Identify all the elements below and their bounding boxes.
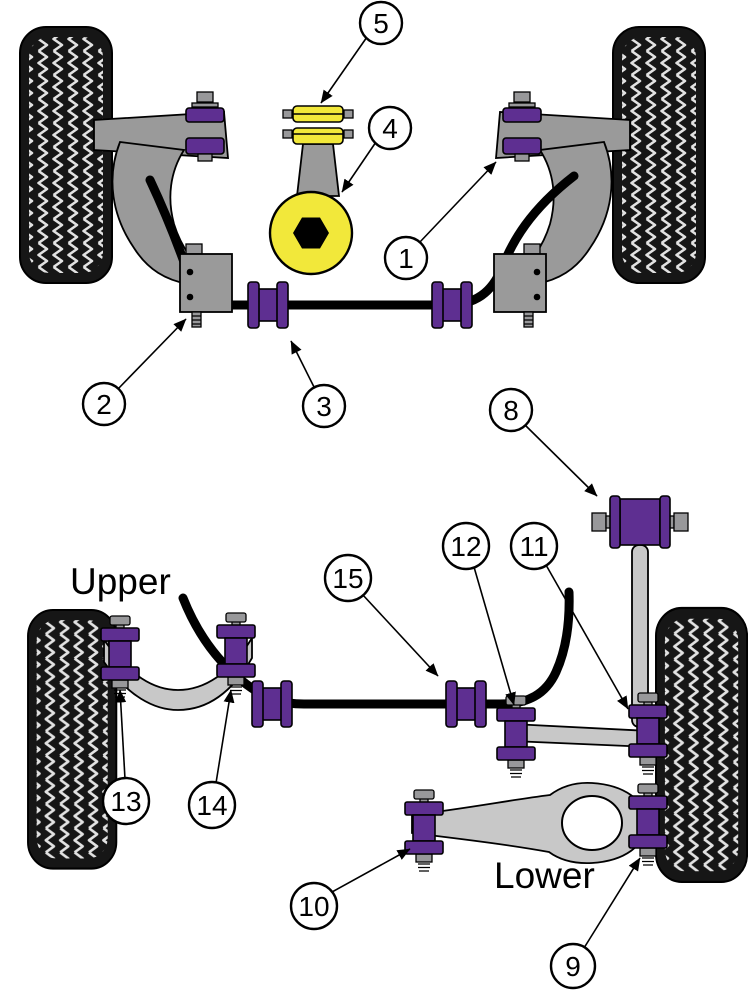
callout-circle bbox=[509, 521, 559, 571]
callout-9: 9 bbox=[549, 942, 597, 990]
arrow-to-part-5 bbox=[320, 36, 368, 104]
callout-number: 15 bbox=[332, 563, 363, 594]
mount-bolt-nut bbox=[343, 109, 354, 119]
front-bar-bush-right bbox=[431, 281, 473, 329]
callout-number: 3 bbox=[316, 391, 332, 422]
lower-arm-hole bbox=[561, 795, 623, 851]
rear-upper-arm bbox=[103, 634, 253, 711]
rear-right-tire bbox=[654, 606, 748, 883]
arrow-to-part-13 bbox=[115, 689, 127, 780]
rear-bar-bush-left bbox=[251, 680, 293, 728]
mount-bolt-head bbox=[282, 109, 293, 119]
arrow-to-part-10 bbox=[331, 848, 411, 893]
callout-number: 14 bbox=[196, 790, 227, 821]
callout-number: 1 bbox=[398, 243, 414, 274]
arrow-to-part-15 bbox=[361, 593, 439, 677]
callout-circle bbox=[81, 381, 127, 427]
callout-number: 5 bbox=[373, 8, 389, 39]
arrow-to-part-4 bbox=[341, 141, 377, 193]
rear-bar-bush-right bbox=[445, 680, 487, 728]
callout-10: 10 bbox=[289, 881, 339, 931]
arrow-to-part-14 bbox=[215, 689, 235, 784]
callout-circle bbox=[289, 881, 339, 931]
mount-bolt-head bbox=[282, 129, 293, 139]
dogbone-link bbox=[295, 143, 341, 197]
callout-circle bbox=[323, 553, 373, 603]
front-left-bar-bracket bbox=[179, 243, 233, 328]
front-left-tire bbox=[19, 26, 113, 284]
callout-5: 5 bbox=[358, 0, 404, 46]
lower-arm-label: Lower bbox=[494, 855, 595, 896]
callout-circle bbox=[488, 387, 534, 433]
rear-suspension-group: Upper Lower bbox=[26, 495, 748, 896]
callout-4: 4 bbox=[367, 105, 413, 151]
callout-3: 3 bbox=[301, 383, 347, 429]
front-suspension-group bbox=[19, 26, 706, 329]
callout-number: 12 bbox=[450, 531, 481, 562]
callout-8: 8 bbox=[488, 387, 534, 433]
callout-number: 2 bbox=[96, 389, 112, 420]
callout-2: 2 bbox=[81, 381, 127, 427]
callout-14: 14 bbox=[187, 780, 237, 830]
callout-number: 11 bbox=[519, 531, 548, 562]
callout-11: 11 bbox=[509, 521, 559, 571]
mount-bottom-plate bbox=[292, 127, 344, 145]
callout-number: 8 bbox=[503, 395, 519, 426]
front-right-tire bbox=[612, 26, 706, 284]
callout-circle bbox=[358, 0, 404, 46]
callout-badges: 5 4 1 2 3 8 15 12 11 13 14 10 9 bbox=[81, 0, 597, 990]
callout-circle bbox=[441, 521, 491, 571]
upper-arm-label: Upper bbox=[70, 561, 171, 602]
arrow-to-part-1 bbox=[418, 161, 497, 244]
callout-number: 9 bbox=[565, 951, 581, 982]
arrow-to-part-3 bbox=[290, 340, 316, 390]
callout-1: 1 bbox=[383, 235, 429, 281]
bracket-hole bbox=[186, 268, 194, 276]
bracket-body bbox=[179, 253, 233, 313]
callout-15: 15 bbox=[323, 553, 373, 603]
arrow-to-part-12 bbox=[473, 566, 516, 706]
front-right-bar-bracket bbox=[493, 243, 547, 328]
front-bar-bush-left bbox=[247, 281, 289, 329]
callout-circle bbox=[383, 235, 429, 281]
bolt-thread bbox=[524, 315, 533, 325]
bolt-thread bbox=[192, 315, 201, 325]
arrow-to-part-9 bbox=[583, 857, 641, 949]
engine-mount-assembly bbox=[268, 105, 354, 276]
bracket-top-nut bbox=[185, 243, 203, 255]
bracket-top-nut bbox=[523, 243, 541, 255]
callout-circle bbox=[549, 942, 597, 990]
callout-circle bbox=[301, 383, 347, 429]
callout-12: 12 bbox=[441, 521, 491, 571]
rear-toe-link bbox=[511, 723, 651, 748]
rear-antiroll-bar bbox=[178, 587, 574, 709]
callout-circle bbox=[187, 780, 237, 830]
mount-bolt-nut bbox=[343, 129, 354, 139]
arrow-to-part-8 bbox=[524, 424, 598, 497]
callout-circle bbox=[367, 105, 413, 151]
arrow-to-part-2 bbox=[116, 318, 187, 391]
callout-circle bbox=[101, 776, 151, 826]
arrow-to-part-11 bbox=[545, 564, 629, 710]
bracket-hole bbox=[533, 268, 541, 276]
callout-number: 4 bbox=[382, 113, 398, 144]
hex-nut-icon bbox=[293, 217, 329, 249]
rear-top-mount-bushing bbox=[591, 495, 689, 549]
callout-number: 10 bbox=[298, 891, 329, 922]
bracket-hole bbox=[533, 293, 541, 301]
bracket-hole bbox=[186, 293, 194, 301]
bracket-body bbox=[493, 253, 547, 313]
callout-13: 13 bbox=[101, 776, 151, 826]
mount-bolt-lines bbox=[293, 113, 343, 135]
callout-arrows bbox=[115, 36, 641, 949]
callout-number: 13 bbox=[110, 786, 141, 817]
rear-left-tire bbox=[26, 608, 118, 870]
